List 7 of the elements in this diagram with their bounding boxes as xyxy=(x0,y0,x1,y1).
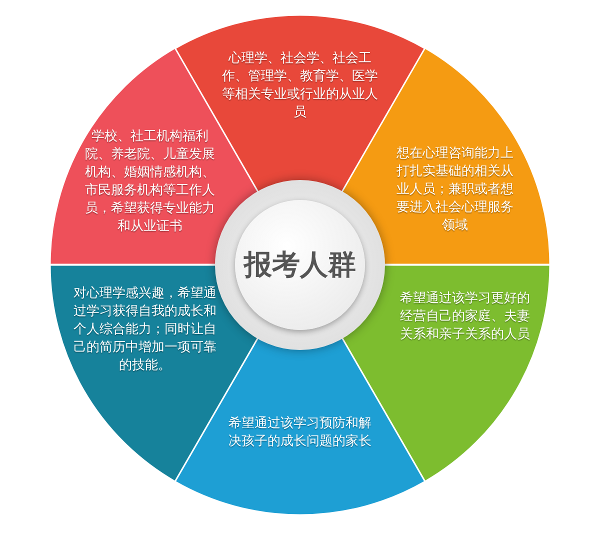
center-title: 报考人群 xyxy=(244,247,356,283)
segment-text: 心理学、社会学、社会工作、管理学、教育学、医学等相关专业或行业的从业人员 xyxy=(221,50,379,122)
segment-text: 想在心理咨询能力上打扎实基础的相关从业人员；兼职或者想要进入社会心理服务领域 xyxy=(396,144,514,235)
segment-text: 学校、社工机构福利院、养老院、儿童发展机构、婚姻情感机构、市民服务机构等工作人员，希望获得专业能力和从业证书 xyxy=(84,128,216,236)
segment-text: 希望通过该学习更好的经营自己的家庭、夫妻关系和亲子关系的人员 xyxy=(400,290,530,344)
segment-text: 对心理学感兴趣，希望通过学习获得自我的成长和个人综合能力；同时让自己的简历中增加一项可靠的技能。 xyxy=(72,285,218,375)
segment-text: 希望通过该学习预防和解决孩子的成长问题的家长 xyxy=(228,415,372,451)
